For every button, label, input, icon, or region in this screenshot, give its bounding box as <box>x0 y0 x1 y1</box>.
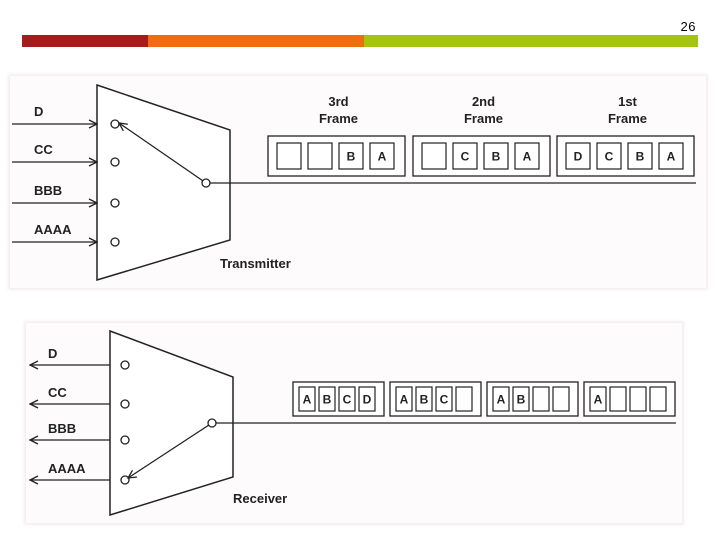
transmitter-frame-slot-label: C <box>461 150 470 164</box>
transmitter-frame-slot <box>565 142 591 170</box>
receiver-frame-slot <box>552 386 570 412</box>
receiver-switch-arm <box>128 422 213 478</box>
transmitter-frame-slot-label: D <box>574 150 583 164</box>
transmitter-frame-slot <box>276 142 302 170</box>
transmitter-frame-slot-label: A <box>378 150 387 164</box>
transmitter-input-label: D <box>34 104 43 119</box>
transmitter-frame-slot <box>627 142 653 170</box>
receiver-pivot <box>207 418 217 428</box>
transmitter-frame-slot-label: B <box>636 150 645 164</box>
receiver-output-label: D <box>48 346 57 361</box>
receiver-frame-slot <box>455 386 473 412</box>
transmitter-frame-slot-label: B <box>347 150 356 164</box>
transmitter-frame-slot <box>369 142 395 170</box>
receiver-frame-slot-label: A <box>594 393 603 407</box>
transmitter-frame-slot-label: A <box>667 150 676 164</box>
accent-bar-orange <box>148 35 364 47</box>
transmitter-frame-slot <box>307 142 333 170</box>
receiver-frame-slot-label: D <box>363 393 372 407</box>
accent-bar-red <box>22 35 148 47</box>
transmitter-frame-slot-label: C <box>605 150 614 164</box>
receiver-frame-slot <box>589 386 607 412</box>
transmitter-frame-slot <box>596 142 622 170</box>
transmitter-input-contact <box>110 198 120 208</box>
transmitter-frame-title: Frame <box>608 111 647 126</box>
receiver-frame-slot <box>609 386 627 412</box>
page-number: 26 <box>680 19 696 34</box>
transmitter-frame-title: Frame <box>319 111 358 126</box>
transmitter-frame-slot <box>421 142 447 170</box>
receiver-output-label: AAAA <box>48 461 86 476</box>
transmitter-frame-slot <box>338 142 364 170</box>
receiver-frame-slot-label: A <box>303 393 312 407</box>
transmitter-frame-slot-label: A <box>523 150 532 164</box>
receiver-frame-slot-label: A <box>497 393 506 407</box>
transmitter-frame-title: 3rd <box>328 94 348 109</box>
receiver-output-label: BBB <box>48 421 76 436</box>
transmitter-pivot <box>201 178 211 188</box>
receiver-frame-slot-label: C <box>440 393 449 407</box>
transmitter-frame-title: Frame <box>464 111 503 126</box>
receiver-frame-slot-label: B <box>323 393 332 407</box>
transmitter-input-label: AAAA <box>34 222 72 237</box>
receiver-frame-slot-label: A <box>400 393 409 407</box>
receiver-frame-slot <box>435 386 453 412</box>
receiver-frame-slot <box>318 386 336 412</box>
receiver-output-contact <box>120 399 130 409</box>
receiver-output-contact <box>120 475 130 485</box>
receiver-output-contact <box>120 435 130 445</box>
accent-bar-green <box>364 35 698 47</box>
receiver-frame-slot <box>532 386 550 412</box>
receiver-frame-slot <box>649 386 667 412</box>
receiver-frame-slot-label: B <box>517 393 526 407</box>
transmitter-mux-shape <box>96 83 231 282</box>
transmitter-input-label: CC <box>34 142 53 157</box>
receiver-frame-slot-label: B <box>420 393 429 407</box>
transmitter-input-contact <box>110 119 120 129</box>
transmitter-frame-slot <box>658 142 684 170</box>
receiver-label: Receiver <box>233 491 287 506</box>
transmitter-label: Transmitter <box>220 256 291 271</box>
receiver-frame-slot <box>298 386 316 412</box>
receiver-frame-slot <box>512 386 530 412</box>
transmitter-frame-title: 2nd <box>472 94 495 109</box>
transmitter-input-contact <box>110 157 120 167</box>
transmitter-frame-slot-label: B <box>492 150 501 164</box>
receiver-frame-slot <box>338 386 356 412</box>
transmitter-frame-slot <box>452 142 478 170</box>
transmitter-input-label: BBB <box>34 183 62 198</box>
receiver-frame-slot <box>415 386 433 412</box>
receiver-frame-slot-label: C <box>343 393 352 407</box>
receiver-frame-slot <box>629 386 647 412</box>
transmitter-frame-slot <box>514 142 540 170</box>
receiver-output-contact <box>120 360 130 370</box>
receiver-frame-slot <box>395 386 413 412</box>
receiver-frame-slot <box>358 386 376 412</box>
receiver-output-label: CC <box>48 385 67 400</box>
transmitter-switch-arm <box>119 123 207 184</box>
receiver-frame-slot <box>492 386 510 412</box>
transmitter-input-contact <box>110 237 120 247</box>
transmitter-frame-slot <box>483 142 509 170</box>
transmitter-frame-title: 1st <box>618 94 637 109</box>
